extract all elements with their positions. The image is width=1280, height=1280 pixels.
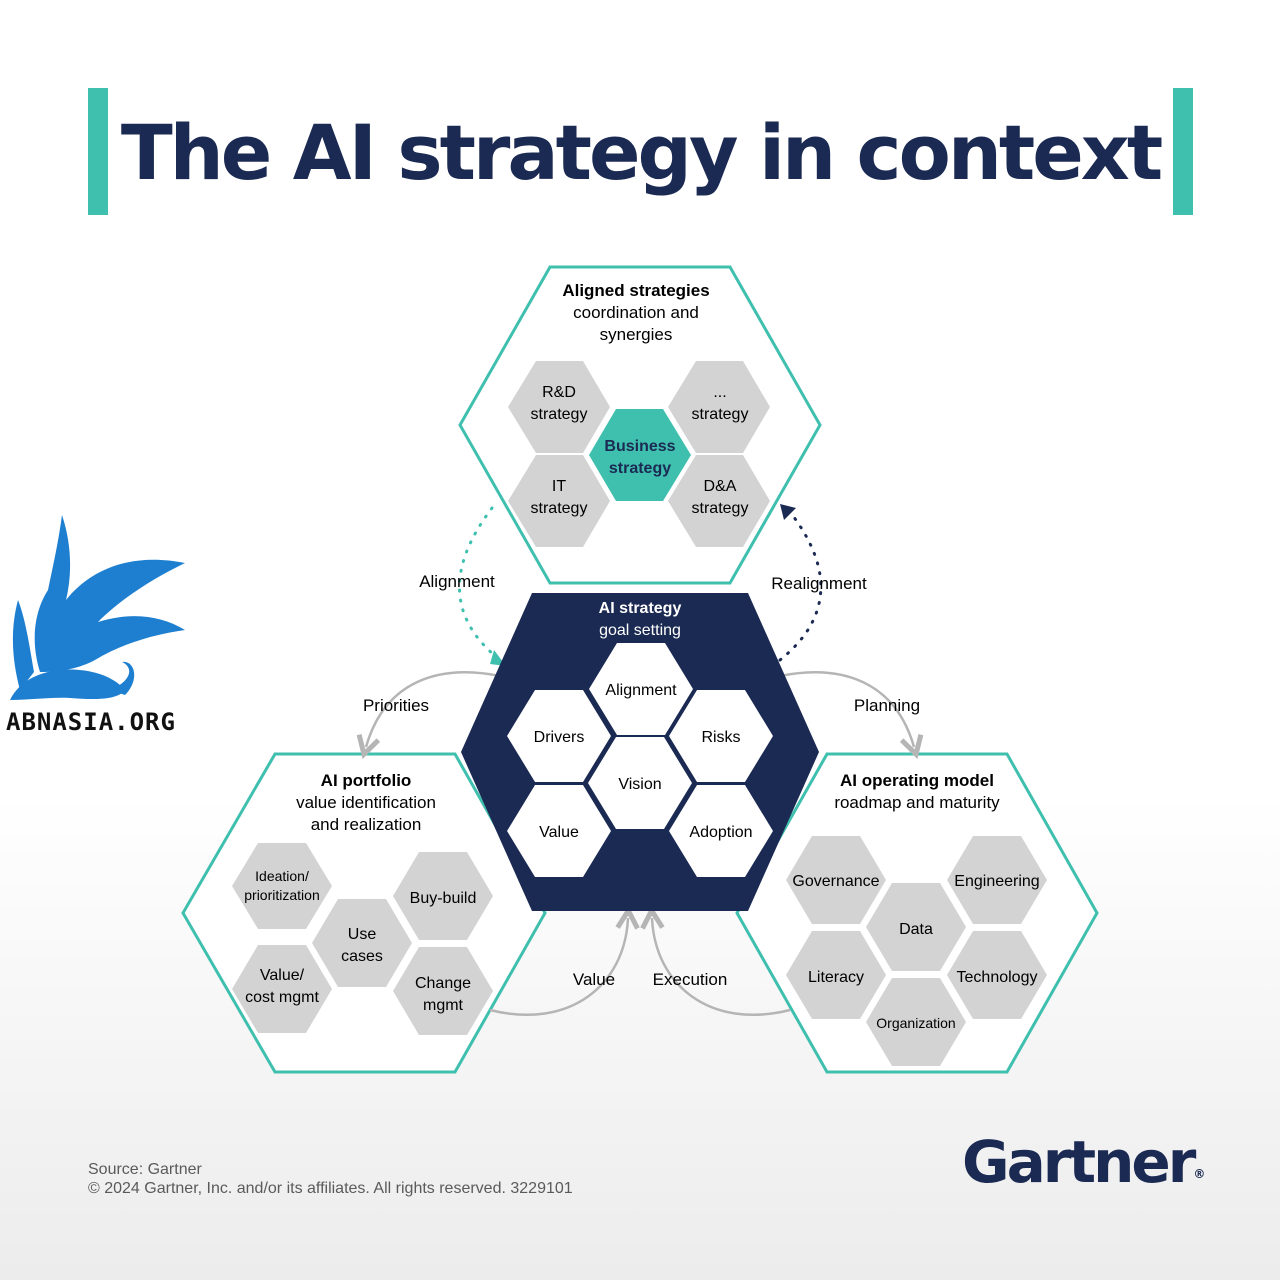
realignment-dotted-arrow xyxy=(778,510,823,662)
gartner-logo: Gartner® xyxy=(962,1128,1205,1196)
svg-text:cases: cases xyxy=(341,948,383,965)
svg-text:Vision: Vision xyxy=(618,776,661,793)
value-arrow xyxy=(489,918,628,1016)
right-hex-subtitle: roadmap and maturity xyxy=(834,793,1000,812)
registered-mark: ® xyxy=(1193,1167,1206,1181)
cell-technology: Technology xyxy=(947,931,1047,1019)
copyright-line: © 2024 Gartner, Inc. and/or its affiliat… xyxy=(88,1180,573,1197)
griffin-icon xyxy=(10,515,186,700)
top-hex-subtitle-1: coordination and xyxy=(573,303,699,322)
cell-rnd-strategy: R&D strategy xyxy=(508,361,610,453)
svg-text:Alignment: Alignment xyxy=(605,682,677,699)
cell-ideation-prioritization: Ideation/ prioritization xyxy=(232,843,332,929)
left-hex-heading: AI portfolio xyxy=(321,771,412,790)
planning-flow-label: Planning xyxy=(854,696,920,715)
cell-use-cases: Use cases xyxy=(312,899,412,987)
left-hex-subtitle-1: value identification xyxy=(296,793,436,812)
cell-engineering: Engineering xyxy=(947,836,1047,924)
cell-value: Value xyxy=(507,785,611,877)
svg-text:strategy: strategy xyxy=(531,406,588,423)
svg-text:strategy: strategy xyxy=(609,460,671,477)
cell-organization: Organization xyxy=(866,978,966,1066)
cell-change-mgmt: Change mgmt xyxy=(393,947,493,1035)
right-hex-heading: AI operating model xyxy=(840,771,994,790)
source-footer: Source: Gartner © 2024 Gartner, Inc. and… xyxy=(88,1160,573,1198)
planning-arrow xyxy=(779,671,914,747)
cell-risks: Risks xyxy=(669,690,773,782)
title-accent-right xyxy=(1173,88,1193,215)
svg-text:Use: Use xyxy=(348,926,377,943)
cell-alignment: Alignment xyxy=(589,643,693,735)
svg-text:...: ... xyxy=(713,384,726,401)
alignment-flow-label: Alignment xyxy=(419,572,495,591)
svg-text:Value/: Value/ xyxy=(260,967,305,984)
svg-text:strategy: strategy xyxy=(692,406,749,423)
svg-text:Business: Business xyxy=(604,438,675,455)
value-flow-label: Value xyxy=(573,970,615,989)
svg-text:Adoption: Adoption xyxy=(689,824,752,841)
cell-literacy: Literacy xyxy=(786,931,886,1019)
execution-flow-label: Execution xyxy=(653,970,728,989)
center-hex-heading: AI strategy xyxy=(599,600,682,617)
svg-text:Literacy: Literacy xyxy=(808,969,864,986)
cell-governance: Governance xyxy=(786,836,886,924)
top-hex-subtitle-2: synergies xyxy=(600,325,673,344)
realignment-arrowhead xyxy=(780,504,796,520)
cell-data: Data xyxy=(866,883,966,971)
watermark-text: ABNASIA.ORG xyxy=(6,708,176,736)
priorities-arrow xyxy=(366,671,501,747)
svg-text:mgmt: mgmt xyxy=(423,997,464,1014)
svg-text:Change: Change xyxy=(415,975,471,992)
svg-text:D&A: D&A xyxy=(704,478,737,495)
left-hex-subtitle-2: and realization xyxy=(311,815,422,834)
svg-text:Risks: Risks xyxy=(701,729,740,746)
svg-text:strategy: strategy xyxy=(531,500,588,517)
svg-text:prioritization: prioritization xyxy=(244,887,319,903)
top-hex-heading: Aligned strategies xyxy=(562,281,709,300)
svg-text:cost mgmt: cost mgmt xyxy=(245,989,319,1006)
svg-text:IT: IT xyxy=(552,478,566,495)
svg-text:Drivers: Drivers xyxy=(534,729,585,746)
cell-dna-strategy: D&A strategy xyxy=(668,455,770,547)
priorities-flow-label: Priorities xyxy=(363,696,429,715)
cell-business-strategy: Business strategy xyxy=(589,409,691,501)
cell-value-cost-mgmt: Value/ cost mgmt xyxy=(232,945,332,1033)
svg-text:Value: Value xyxy=(539,824,579,841)
cell-buy-build: Buy-build xyxy=(393,852,493,940)
alignment-dotted-arrow xyxy=(458,506,502,662)
svg-text:Buy-build: Buy-build xyxy=(410,890,477,907)
svg-text:Technology: Technology xyxy=(957,969,1038,986)
cell-adoption: Adoption xyxy=(669,785,773,877)
svg-text:Data: Data xyxy=(899,921,933,938)
realignment-flow-label: Realignment xyxy=(771,574,867,593)
execution-arrow xyxy=(652,918,791,1016)
cell-vision: Vision xyxy=(588,737,692,829)
center-hex-subtitle: goal setting xyxy=(599,622,681,639)
svg-text:Governance: Governance xyxy=(792,873,879,890)
cell-other-strategy: ... strategy xyxy=(668,361,770,453)
svg-text:Engineering: Engineering xyxy=(954,873,1039,890)
title-accent-left xyxy=(88,88,108,215)
gartner-logo-text: Gartner xyxy=(962,1128,1196,1196)
svg-text:R&D: R&D xyxy=(542,384,576,401)
svg-text:Ideation/: Ideation/ xyxy=(255,868,309,884)
page-title: The AI strategy in context xyxy=(120,108,1163,197)
svg-text:Organization: Organization xyxy=(876,1015,955,1031)
svg-text:strategy: strategy xyxy=(692,500,749,517)
source-line: Source: Gartner xyxy=(88,1161,202,1178)
cell-it-strategy: IT strategy xyxy=(508,455,610,547)
cell-drivers: Drivers xyxy=(507,690,611,782)
